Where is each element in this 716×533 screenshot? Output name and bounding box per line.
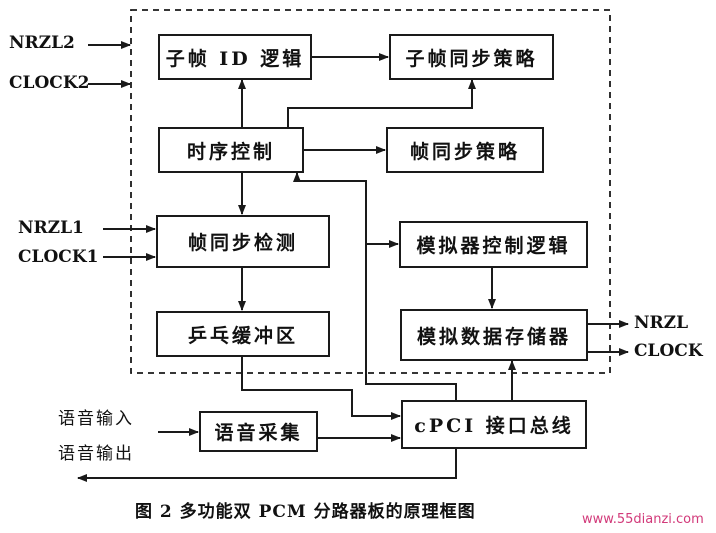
- block-sim-data-storage: 模拟数据存储器: [400, 309, 588, 361]
- block-timing-control: 时序控制: [158, 127, 304, 173]
- block-subframe-id-logic: 子帧 ID 逻辑: [158, 34, 312, 80]
- arrow-cpci-to-timing: [293, 172, 457, 400]
- block-frame-sync-strategy: 帧同步策略: [386, 127, 544, 173]
- label-nrzl1: NRZL1: [18, 218, 84, 238]
- block-frame-sync-detect: 帧同步检测: [156, 215, 330, 268]
- label-clock1: CLOCK1: [18, 247, 99, 267]
- block-voice-capture: 语音采集: [199, 411, 318, 452]
- label-voice-out: 语音输出: [58, 444, 134, 464]
- block-pingpong-buffer: 乒乓缓冲区: [156, 311, 330, 357]
- block-subframe-sync-strategy: 子帧同步策略: [389, 34, 554, 80]
- label-clock2: CLOCK2: [9, 73, 90, 93]
- block-cpci-bus: cPCI 接口总线: [401, 400, 587, 449]
- label-voice-in: 语音输入: [58, 409, 134, 429]
- figure-caption: 图 2 多功能双 PCM 分路器板的原理框图: [135, 502, 476, 522]
- fpga-boundary: [130, 9, 611, 374]
- label-clock-out: CLOCK: [634, 341, 703, 361]
- watermark: www.55dianzi.com: [582, 512, 704, 527]
- label-nrzl-out: NRZL: [634, 313, 689, 333]
- block-simulator-control-logic: 模拟器控制逻辑: [399, 221, 588, 268]
- arrow-buffer-to-cpci: [241, 357, 401, 420]
- label-nrzl2: NRZL2: [9, 33, 75, 53]
- arrow-timing-to-subsync: [287, 79, 476, 127]
- arrow-cpci-out-left: [77, 449, 457, 482]
